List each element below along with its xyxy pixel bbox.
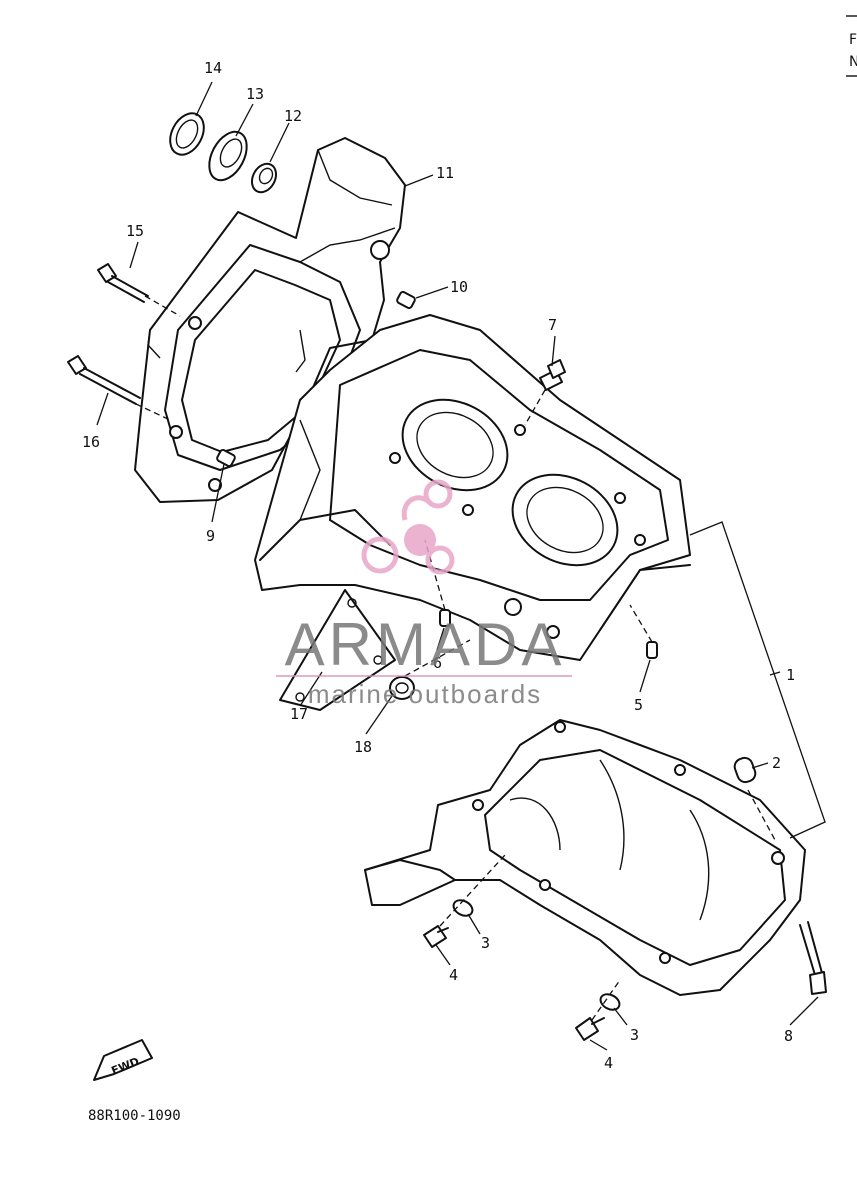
part-plug-2	[733, 756, 757, 784]
corner-glyph-f: F	[849, 32, 857, 48]
callout-14: 14	[204, 59, 222, 77]
part-washer-3b	[599, 993, 621, 1011]
callout-5: 5	[634, 696, 643, 714]
watermark-brand: ARMADA	[285, 611, 566, 678]
fwd-arrow-icon: FWD	[93, 1039, 153, 1081]
part-lower-crankcase	[364, 719, 806, 996]
part-dowel-pin-10	[396, 291, 416, 309]
drawing-code: 88R100-1090	[88, 1108, 181, 1124]
callout-labels: 1 2 3 3 4 4 5 6 7 8 9 10 11 12 13 14 15 …	[82, 59, 795, 1072]
part-dowel-pin-5	[646, 641, 658, 659]
callout-6: 6	[433, 654, 442, 672]
leader-lines	[96, 81, 826, 1051]
callout-3b: 3	[630, 1026, 639, 1044]
callout-1: 1	[786, 666, 795, 684]
callout-2: 2	[772, 754, 781, 772]
armada-watermark: ARMADA marine outboards	[276, 479, 572, 709]
corner-header-fragment: F N	[846, 15, 857, 77]
part-oil-seal	[169, 112, 205, 156]
callout-4b: 4	[604, 1054, 613, 1072]
part-bolt-15	[97, 263, 149, 303]
callout-12: 12	[284, 107, 302, 125]
callout-3a: 3	[481, 934, 490, 952]
callout-8: 8	[784, 1027, 793, 1045]
callout-13: 13	[246, 85, 264, 103]
part-crankcase-cover	[134, 137, 406, 503]
callout-15: 15	[126, 222, 144, 240]
part-bolt-4b	[575, 1017, 605, 1041]
watermark-tagline: marine outboards	[308, 679, 542, 709]
armada-logo-icon	[361, 479, 455, 575]
callout-4a: 4	[449, 966, 458, 984]
callout-16: 16	[82, 433, 100, 451]
corner-glyph-n: N	[849, 54, 857, 70]
part-stud-bolt-8	[799, 921, 827, 995]
part-nut-18	[389, 676, 415, 700]
callout-18: 18	[354, 738, 372, 756]
part-bolt-16	[67, 355, 141, 405]
callout-17: 17	[290, 705, 308, 723]
part-dowel-pin-9	[216, 449, 236, 467]
part-washer-3a	[452, 899, 474, 917]
callout-9: 9	[206, 527, 215, 545]
callout-11: 11	[436, 164, 454, 182]
part-cover-plate-17	[279, 589, 396, 711]
callout-10: 10	[450, 278, 468, 296]
part-bearing	[208, 130, 248, 182]
part-bolt-4a	[423, 925, 449, 948]
callout-7: 7	[548, 316, 557, 334]
part-collar	[251, 162, 277, 194]
